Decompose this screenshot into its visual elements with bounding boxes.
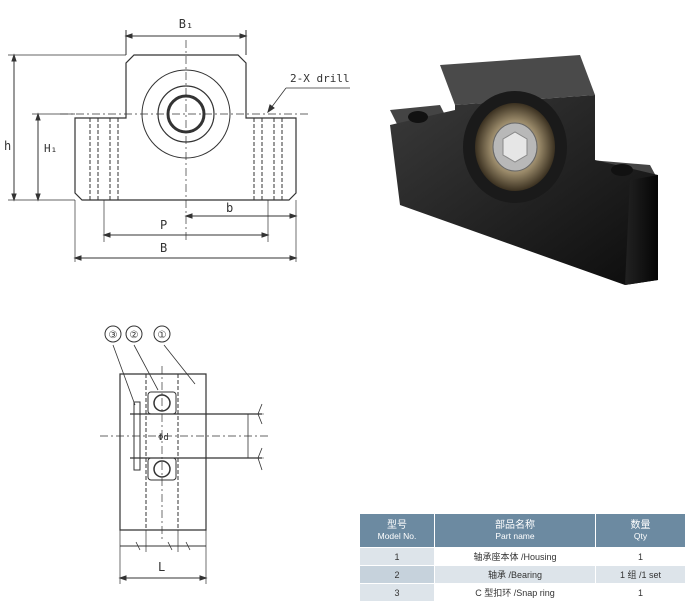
dim-label-b: b bbox=[226, 201, 233, 215]
header-part-name: 部品名称 Part name bbox=[434, 514, 596, 548]
dim-label-b1: B₁ bbox=[179, 17, 193, 31]
dim-label-p: P bbox=[160, 218, 167, 232]
header-part-name-zh: 部品名称 bbox=[495, 519, 535, 531]
header-qty: 数量 Qty bbox=[595, 514, 685, 548]
header-qty-en: Qty bbox=[633, 530, 648, 541]
cell-part-name: 轴承 /Bearing bbox=[434, 565, 596, 584]
header-model-no-zh: 型号 bbox=[387, 519, 407, 531]
parts-table: 型号 Model No. 部品名称 Part name 数量 Qty 1 轴承座… bbox=[360, 514, 685, 601]
cell-qty: 1 bbox=[595, 547, 685, 566]
front-view-drawing bbox=[8, 30, 350, 262]
cell-part-name: C 型扣环 /Snap ring bbox=[434, 583, 596, 601]
bearing-housing-photo bbox=[390, 55, 658, 285]
cell-model-no: 1 bbox=[360, 547, 435, 566]
table-row: 2 轴承 /Bearing 1 组 /1 set bbox=[360, 565, 685, 584]
dim-label-B: B bbox=[160, 241, 167, 255]
header-model-no-en: Model No. bbox=[377, 530, 417, 541]
cell-qty: 1 bbox=[595, 583, 685, 601]
dim-label-h1: H₁ bbox=[44, 142, 57, 155]
dim-label-L: L bbox=[158, 560, 165, 574]
callout-3: ③ bbox=[109, 330, 118, 341]
cell-part-name: 轴承座本体 /Housing bbox=[434, 547, 596, 566]
table-row: 1 轴承座本体 /Housing 1 bbox=[360, 547, 685, 566]
header-part-name-en: Part name bbox=[495, 530, 535, 541]
side-view-drawing bbox=[100, 344, 270, 584]
table-row: 3 C 型扣环 /Snap ring 1 bbox=[360, 583, 685, 601]
dim-label-drill: 2-X drill bbox=[290, 72, 350, 85]
header-qty-zh: 数量 bbox=[630, 519, 651, 531]
table-header-row: 型号 Model No. 部品名称 Part name 数量 Qty bbox=[360, 514, 685, 548]
header-model-no: 型号 Model No. bbox=[360, 514, 435, 548]
callout-2: ② bbox=[130, 330, 139, 341]
dim-label-h: h bbox=[4, 139, 11, 153]
cell-qty: 1 组 /1 set bbox=[595, 565, 685, 584]
cell-model-no: 2 bbox=[360, 565, 435, 584]
callout-1: ① bbox=[158, 330, 167, 341]
dim-label-d: Φd bbox=[158, 433, 169, 443]
cell-model-no: 3 bbox=[360, 583, 435, 601]
